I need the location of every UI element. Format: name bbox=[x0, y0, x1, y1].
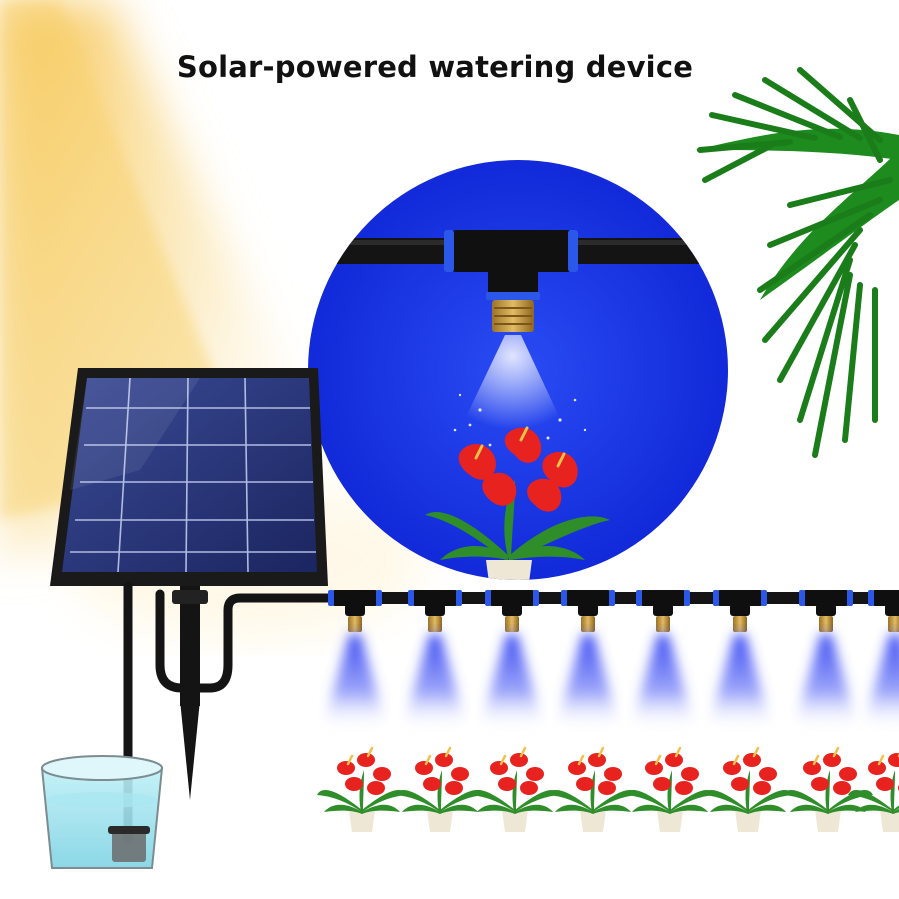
tee-connector-icon bbox=[482, 590, 542, 730]
mist-nozzle-icon bbox=[581, 616, 595, 632]
anthurium-plant-icon bbox=[470, 746, 560, 832]
tee-connector-icon bbox=[633, 590, 693, 730]
tee-connector-icon bbox=[796, 590, 856, 730]
emitter-row bbox=[325, 590, 899, 730]
tee-connector-icon bbox=[865, 590, 899, 730]
anthurium-plant-icon bbox=[317, 746, 407, 832]
solar-panel-icon bbox=[50, 368, 328, 586]
spray-cone bbox=[865, 634, 899, 730]
mist-nozzle-icon bbox=[428, 616, 442, 632]
mist-nozzle-icon bbox=[733, 616, 747, 632]
mist-nozzle-icon bbox=[505, 616, 519, 632]
spray-cone bbox=[325, 634, 385, 730]
tee-connector-icon bbox=[558, 590, 618, 730]
anthurium-plant-icon bbox=[625, 746, 715, 832]
tee-connector-icon bbox=[405, 590, 465, 730]
tee-connector-icon bbox=[710, 590, 770, 730]
page-title: Solar-powered watering device bbox=[176, 50, 694, 84]
spray-cone bbox=[482, 634, 542, 730]
anthurium-plant-icon bbox=[395, 746, 485, 832]
tee-connector-icon bbox=[444, 230, 578, 300]
spray-cone bbox=[633, 634, 693, 730]
mist-nozzle-icon bbox=[819, 616, 833, 632]
mist-nozzle-icon bbox=[656, 616, 670, 632]
palm-leaves-icon bbox=[695, 67, 899, 458]
spray-cone bbox=[710, 634, 770, 730]
anthurium-plant-icon bbox=[783, 746, 873, 832]
pump-icon bbox=[108, 826, 150, 862]
nozzle-inset bbox=[308, 160, 728, 580]
tee-connector-icon bbox=[325, 590, 385, 730]
mist-nozzle-icon bbox=[888, 616, 899, 632]
spray-cone bbox=[558, 634, 618, 730]
spray-cone bbox=[796, 634, 856, 730]
anthurium-plant-icon bbox=[848, 753, 899, 832]
mist-nozzle-icon bbox=[492, 300, 534, 332]
mist-nozzle-icon bbox=[348, 616, 362, 632]
anthurium-plant-icon bbox=[548, 746, 638, 832]
anthurium-plant-icon bbox=[425, 426, 610, 580]
ground-stake-icon bbox=[172, 586, 208, 800]
anthurium-plant-icon bbox=[703, 746, 793, 832]
plant-row bbox=[317, 746, 899, 832]
spray-cone bbox=[405, 634, 465, 730]
